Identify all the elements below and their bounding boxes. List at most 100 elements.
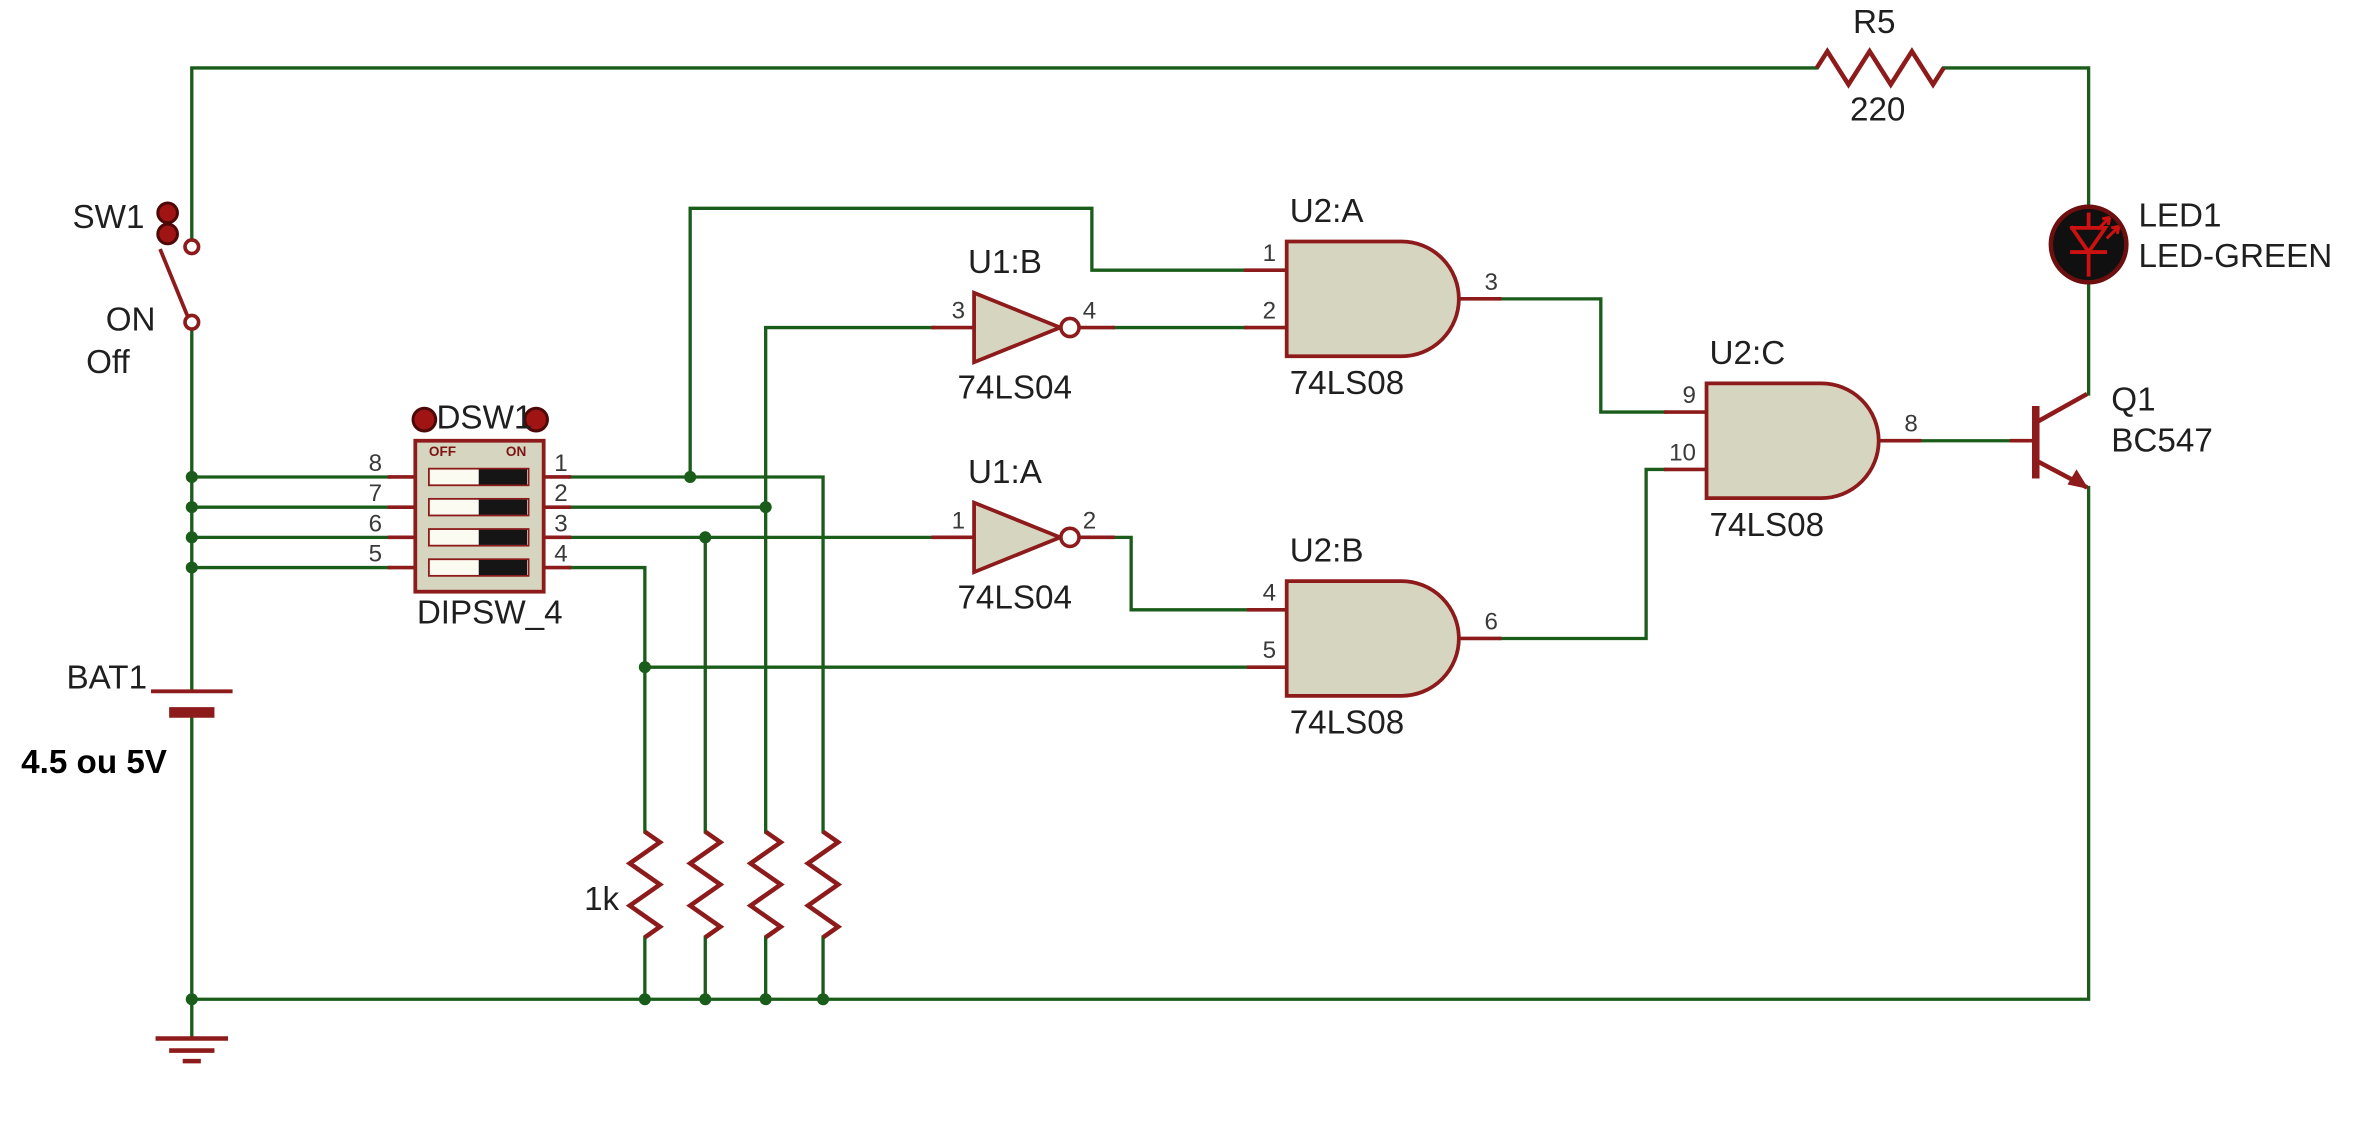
u2b-value-label: 74LS08 (1290, 705, 1405, 742)
resistor-zigzag (746, 829, 785, 940)
dip-pin-number: 7 (369, 480, 382, 507)
emitter-arrow-icon (2067, 469, 2089, 490)
junction-dot (638, 993, 651, 1006)
dip-slider[interactable] (478, 499, 528, 515)
transistor-collector (2034, 391, 2089, 425)
dip-actuator-icon[interactable] (523, 406, 549, 433)
switch-actuator-icon[interactable] (156, 201, 179, 225)
inverter-u1a: U1:A 74LS04 1 2 (952, 454, 1097, 616)
power-switch-sw1[interactable]: SW1 ON Off (72, 199, 201, 381)
junction-dot (684, 470, 697, 484)
resistor-zigzag (1814, 47, 1946, 89)
led-emission-arrows-icon (2096, 215, 2121, 240)
u2b-ref-label: U2:B (1290, 533, 1364, 570)
junction-dot (759, 993, 772, 1006)
pin-stub (387, 268, 2038, 669)
junction-dots (185, 470, 830, 1006)
inverter-bubble (1059, 316, 1081, 339)
and-gate-shape (1704, 381, 1881, 500)
sw1-ref-label: SW1 (72, 199, 144, 236)
led1-value-label: LED-GREEN (2138, 238, 2332, 275)
u2c-value-label: 74LS08 (1710, 507, 1825, 544)
u1b-ref-label: U1:B (968, 244, 1042, 281)
junction-dot (699, 993, 712, 1006)
dip-actuator-icon[interactable] (411, 406, 438, 433)
dip-pin-number: 8 (369, 450, 382, 477)
dsw1-value-label: DIPSW_4 (417, 594, 563, 631)
dip-pin-number: 5 (369, 541, 382, 568)
pin-number: 2 (1083, 507, 1096, 534)
bat1-ref-label: BAT1 (66, 659, 147, 696)
dip-slider[interactable] (478, 469, 528, 485)
dip-switch-lever[interactable] (427, 558, 530, 577)
q1-value-label: BC547 (2111, 422, 2213, 459)
sw1-on-label: ON (106, 302, 156, 339)
ground-symbol (155, 1036, 229, 1064)
dip-pin-number: 1 (554, 450, 567, 477)
u2a-ref-label: U2:A (1290, 193, 1365, 230)
and-gate-u2c: U2:C 74LS08 9 10 8 (1669, 335, 1918, 544)
resistor-r5: R5 220 (1814, 4, 1946, 129)
dip-pin-number: 2 (554, 480, 567, 507)
pin-number: 1 (952, 507, 965, 534)
dip-slider[interactable] (478, 559, 528, 576)
junction-dot (185, 561, 198, 574)
switch-actuator-icon[interactable] (156, 222, 179, 246)
junction-dot (759, 501, 772, 514)
dip-pin-number: 6 (369, 510, 382, 537)
q1-ref-label: Q1 (2111, 382, 2155, 419)
junction-dot (817, 993, 830, 1006)
pin-number: 8 (1904, 411, 1917, 438)
u1b-value-label: 74LS04 (957, 369, 1072, 406)
inverter-u1b: U1:B 74LS04 3 4 (952, 244, 1097, 406)
pin-number: 4 (1263, 580, 1276, 607)
junction-dot (638, 661, 651, 674)
pin-number: 4 (1083, 297, 1096, 324)
led1: LED1 LED-GREEN (2048, 197, 2332, 285)
pin-number: 3 (1485, 269, 1498, 296)
u1a-value-label: 74LS04 (957, 579, 1072, 616)
bat1-value-label: 4.5 ou 5V (21, 744, 167, 781)
pin-number: 1 (1263, 240, 1276, 267)
and-gate-u2b: U2:B 74LS08 4 5 6 (1263, 533, 1498, 742)
switch-contact (183, 313, 201, 331)
and-gate-shape (1284, 579, 1461, 698)
dip-switch-lever[interactable] (427, 528, 530, 547)
junction-dot (185, 501, 198, 514)
transistor-q1: Q1 BC547 (2031, 382, 2213, 490)
pin-number: 6 (1485, 608, 1498, 635)
dip-pin-number: 3 (554, 510, 567, 537)
led-diode-symbol (2069, 212, 2109, 277)
r5-value-label: 220 (1850, 92, 1905, 129)
dip-pin-number: 4 (554, 541, 567, 568)
pin-number: 9 (1683, 382, 1696, 409)
junction-dot (185, 993, 198, 1006)
resistor-zigzag (625, 829, 664, 940)
sw1-off-label: Off (86, 344, 130, 381)
dip-on-label: ON (506, 444, 526, 459)
pulldown-resistors: 1k (584, 829, 843, 940)
and-gate-shape (1284, 239, 1461, 359)
dip-switch-lever[interactable] (427, 467, 530, 487)
resistor-zigzag (804, 829, 843, 940)
dip-switch-lever[interactable] (427, 497, 530, 517)
pin-number: 2 (1263, 297, 1276, 324)
pin-number: 10 (1669, 439, 1696, 466)
pin-number: 3 (952, 297, 965, 324)
inverter-triangle (972, 499, 1066, 575)
switch-contact (183, 238, 201, 256)
component-pin-stubs (387, 268, 2038, 669)
junction-dot (699, 531, 712, 544)
resistor-zigzag (686, 829, 725, 940)
switch-lever[interactable] (158, 248, 190, 317)
dip-switch-dsw1[interactable]: DSW1 OFF ON 8 7 6 5 1 2 3 4 DIPSW_4 (369, 400, 568, 632)
junction-dot (185, 470, 198, 484)
pulldown-value-label: 1k (584, 881, 619, 918)
u1a-ref-label: U1:A (968, 454, 1043, 491)
dip-slider[interactable] (478, 529, 528, 545)
dsw1-ref-label: DSW1 (436, 400, 532, 437)
inverter-triangle (972, 290, 1066, 366)
battery-bat1: BAT1 4.5 ou 5V (21, 659, 233, 781)
